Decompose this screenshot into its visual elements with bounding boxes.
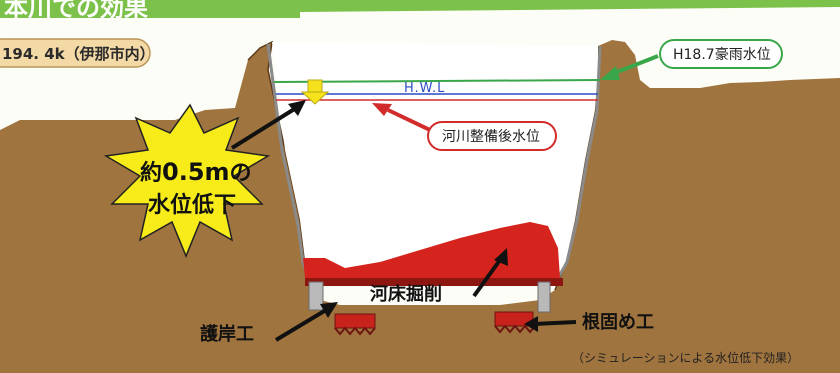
- burst-pointer-arrow-icon: [288, 100, 306, 116]
- foot-protection-right: [494, 281, 551, 334]
- foot-protection-arrow-icon: [524, 316, 538, 332]
- bed-excavation-label: 河床掘削: [370, 283, 442, 305]
- water-drop-arrow-icon: [300, 79, 330, 105]
- bed-excavation-callout: 河床掘削: [370, 248, 508, 305]
- flood-level-line: [273, 79, 601, 83]
- green-arrow-icon: [600, 66, 620, 80]
- revetment-foot-left: [308, 281, 376, 336]
- location-label: 194. 4k（伊那市内）: [2, 45, 155, 63]
- burst-line2: 水位低下: [148, 192, 236, 218]
- hwl-label: H.W.L: [404, 81, 445, 96]
- header-bar: 本川での効果: [0, 0, 840, 22]
- header-title: 本川での効果: [4, 0, 148, 22]
- river-bed-base: [305, 278, 563, 286]
- flood-level-callout: H18.7豪雨水位: [600, 39, 783, 80]
- foot-protection-label: 根固め工: [582, 311, 654, 333]
- after-improvement-label: 河川整備後水位: [442, 129, 540, 145]
- revetment-callout: 護岸工: [200, 302, 338, 345]
- simulation-note: （シミュレーションによる水位低下効果）: [572, 350, 799, 365]
- river-channel: [272, 42, 598, 278]
- red-arrow-icon: [372, 103, 392, 116]
- water-drop-burst: 約0.5mの 水位低下: [103, 100, 306, 258]
- foot-protection-callout: 根固め工: [524, 311, 654, 333]
- flood-level-label: H18.7豪雨水位: [673, 47, 771, 63]
- ground-body: [0, 40, 840, 373]
- location-badge: 194. 4k（伊那市内）: [0, 38, 155, 68]
- after-improvement-callout: 河川整備後水位: [372, 103, 557, 151]
- ground-section: [0, 40, 840, 373]
- revetment-label: 護岸工: [200, 323, 254, 345]
- bed-excavation-arrow-icon: [494, 248, 508, 266]
- revetment-arrow-icon: [320, 302, 338, 318]
- burst-line1: 約0.5mの: [140, 158, 252, 186]
